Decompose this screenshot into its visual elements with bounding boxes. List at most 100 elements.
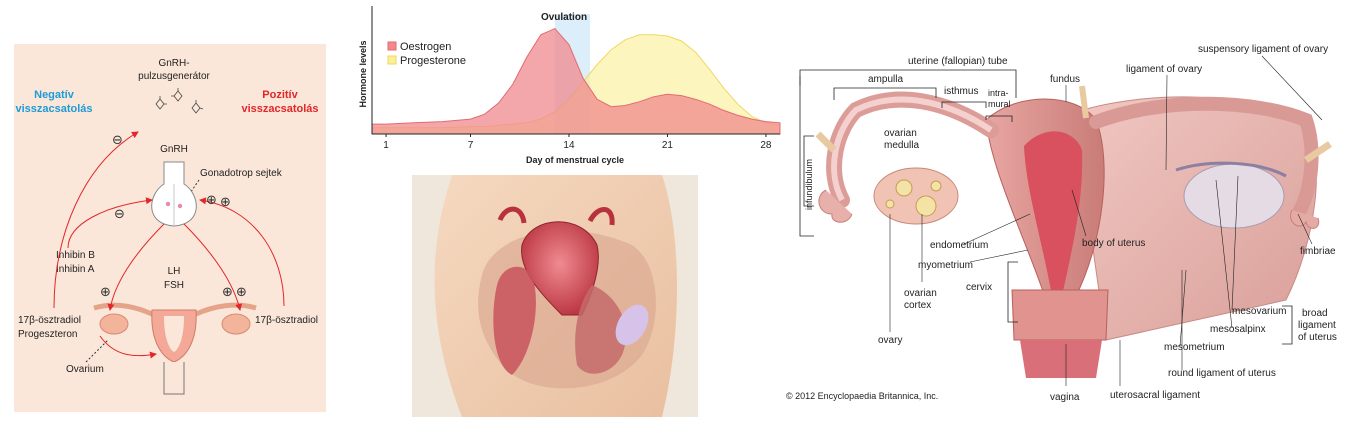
uterus-anatomy-panel: uterine (fallopian) tube ampulla isthmus…: [786, 0, 1356, 433]
pelvis-illustration-panel: [412, 175, 698, 417]
plus-sign-3: ⊕: [100, 284, 111, 299]
fimbriae-left-shape: [818, 189, 853, 223]
leader-lines: [889, 55, 1323, 386]
feedback-signs: ⊖ ⊖ ⊕ ⊕ ⊕ ⊕ ⊕: [100, 132, 247, 299]
follicle-4: [885, 199, 895, 209]
legend-label-oestrogen: Oestrogen: [400, 41, 451, 53]
pituitary-icon: [151, 161, 197, 227]
round-ligament-stub: [1079, 85, 1089, 119]
feedback-diagram: GnRH- pulzusgenerátor Negatív visszacsat…: [14, 44, 326, 412]
suspensory-ligament-right: [1304, 141, 1332, 163]
ovary-highlight: [615, 304, 649, 346]
fallopian-tube-right-shape: [1089, 96, 1319, 221]
fimbriae-right-shape: [1290, 209, 1320, 229]
mesovarium-shape: [1175, 161, 1287, 178]
uterine-cavity: [1024, 131, 1083, 296]
uterus-anatomy-diagram: uterine (fallopian) tube ampulla isthmus…: [786, 44, 1337, 403]
inhibin-a-label: Inhibin A: [56, 264, 95, 275]
gnrh-label: GnRH: [160, 144, 188, 155]
bladder-shape: [493, 266, 536, 375]
broad-ligament-sheet: [1075, 96, 1317, 341]
negative-feedback-label-1: Negatív: [34, 89, 75, 101]
label-vagina: vagina: [1050, 392, 1080, 403]
hormone-chart: 1 7 14 21 28 Ovulation Hormone levels Day of…: [358, 6, 781, 165]
estradiol-right-label: 17β-ösztradiol: [255, 315, 318, 326]
chart-title: Ovulation: [541, 12, 587, 23]
follicle-2: [915, 195, 937, 217]
lh-label: LH: [168, 266, 181, 277]
label-suspensory-ligament: suspensory ligament of ovary: [1198, 44, 1328, 55]
label-ovarian-cortex-2: cortex: [904, 300, 931, 311]
minus-sign-inhibin: ⊖: [114, 206, 125, 221]
label-ligament-of-ovary: ligament of ovary: [1126, 64, 1202, 75]
ovarium-pointer: [85, 339, 109, 363]
gnrh-generator-label-1: GnRH-: [158, 58, 189, 69]
label-intramural-2: mural: [988, 99, 1011, 109]
chart-ylabel: Hormone levels: [358, 40, 368, 107]
minus-sign-top: ⊖: [112, 132, 123, 147]
negative-feedback-label-2: visszacsatolás: [15, 103, 92, 115]
positive-feedback-label-2: visszacsatolás: [241, 103, 318, 115]
follicle-1: [895, 179, 913, 197]
x-tick-label: 1: [383, 140, 389, 151]
label-uterine-tube: uterine (fallopian) tube: [908, 56, 1008, 67]
plus-sign-4: ⊕: [222, 284, 233, 299]
anatomy-labels: uterine (fallopian) tube ampulla isthmus…: [786, 44, 1337, 403]
inhibin-b-label: Inhibin B: [56, 250, 95, 261]
label-cervix: cervix: [966, 282, 992, 293]
cervix-shape: [1011, 289, 1109, 341]
label-mesovarium: mesovarium: [1232, 306, 1286, 317]
label-ovary: ovary: [878, 335, 902, 346]
x-tick-label: 28: [760, 140, 772, 151]
label-ovarian-cortex-1: ovarian: [904, 288, 937, 299]
fallopian-tube-lumen: [831, 96, 993, 202]
feedback-diagram-panel: GnRH- pulzusgenerátor Negatív visszacsat…: [14, 44, 326, 412]
uterus-icon: [93, 302, 257, 395]
rectum-shape: [575, 285, 626, 374]
estradiol-left-label: 17β-ösztradiol: [18, 315, 81, 326]
label-body-of-uterus: body of uterus: [1082, 238, 1145, 249]
label-fimbriae: fimbriae: [1300, 246, 1336, 257]
label-fundus: fundus: [1050, 74, 1080, 85]
vagina-shape: [1020, 340, 1102, 378]
label-uterosacral-ligament: uterosacral ligament: [1110, 390, 1200, 401]
label-intramural-1: intra-: [988, 88, 1009, 98]
label-mesometrium: mesometrium: [1164, 342, 1225, 353]
ovarium-label: Ovarium: [66, 364, 104, 375]
label-broad-ligament-2: ligament: [1298, 320, 1336, 331]
neuron-icons: [155, 88, 204, 114]
suspensory-ligament-left: [815, 131, 837, 153]
progesterone-label: Progeszteron: [18, 329, 77, 340]
label-ampulla: ampulla: [868, 74, 903, 85]
positive-feedback-label-1: Pozitív: [262, 89, 298, 101]
label-broad-ligament-1: broad: [1302, 308, 1328, 319]
label-ovarian-medulla-2: medulla: [884, 140, 919, 151]
label-mesosalpinx: mesosalpinx: [1210, 324, 1266, 335]
gnrh-generator-label-2: pulzusgenerátor: [138, 71, 210, 82]
label-isthmus: isthmus: [944, 86, 978, 97]
x-tick-label: 21: [662, 140, 674, 151]
plus-sign-1: ⊕: [206, 192, 217, 207]
legend-label-progesterone: Progesterone: [400, 55, 466, 67]
legend-swatch-progesterone: [387, 55, 397, 65]
label-infundibulum: infundibulum: [804, 159, 814, 210]
legend-swatch-oestrogen: [387, 41, 397, 51]
fsh-label: FSH: [164, 280, 184, 291]
copyright-notice: © 2012 Encyclopaedia Britannica, Inc.: [786, 391, 938, 401]
gonadotrope-cells-label: Gonadotrop sejtek: [200, 168, 283, 179]
label-endometrium: endometrium: [930, 240, 988, 251]
label-myometrium: myometrium: [918, 260, 973, 271]
x-tick-label: 7: [468, 140, 474, 151]
hormone-chart-panel: 1 7 14 21 28 Ovulation Hormone levels Day of…: [340, 0, 786, 172]
fallopian-tube-left: [497, 206, 527, 224]
pelvis-illustration: [412, 175, 698, 417]
label-round-ligament: round ligament of uterus: [1168, 368, 1276, 379]
plus-sign-5: ⊕: [236, 284, 247, 299]
ovary-right-shape: [1183, 163, 1285, 229]
series-area-oestrogen: [371, 27, 781, 135]
x-tick-label: 14: [563, 140, 575, 151]
chart-xlabel: Day of menstrual cycle: [526, 155, 624, 165]
label-ovarian-medulla-1: ovarian: [884, 128, 917, 139]
brackets: [799, 69, 1293, 345]
feedback-arrows: [53, 131, 285, 359]
